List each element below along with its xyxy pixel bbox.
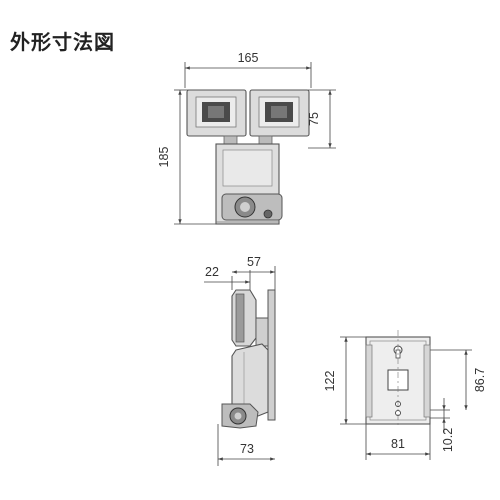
hole-pitch-label: 86.7 (473, 368, 487, 392)
bracket-width-label: 81 (391, 437, 405, 451)
head-depth-label: 22 (205, 265, 219, 279)
front-view: 165 185 75 (157, 51, 336, 225)
top-depth-label: 57 (247, 255, 261, 269)
side-view: 22 57 73 (204, 255, 276, 466)
bracket-view: 122 86.7 10.2 81 (323, 330, 487, 460)
width-label: 165 (238, 51, 259, 65)
page-title: 外形寸法図 (10, 30, 115, 54)
bracket-height-label: 122 (323, 371, 337, 392)
side-body (231, 343, 269, 417)
height-label: 185 (157, 147, 171, 168)
head-height-label: 75 (307, 112, 321, 126)
hole-offset-label: 10.2 (441, 428, 455, 452)
bottom-depth-label: 73 (240, 442, 254, 456)
